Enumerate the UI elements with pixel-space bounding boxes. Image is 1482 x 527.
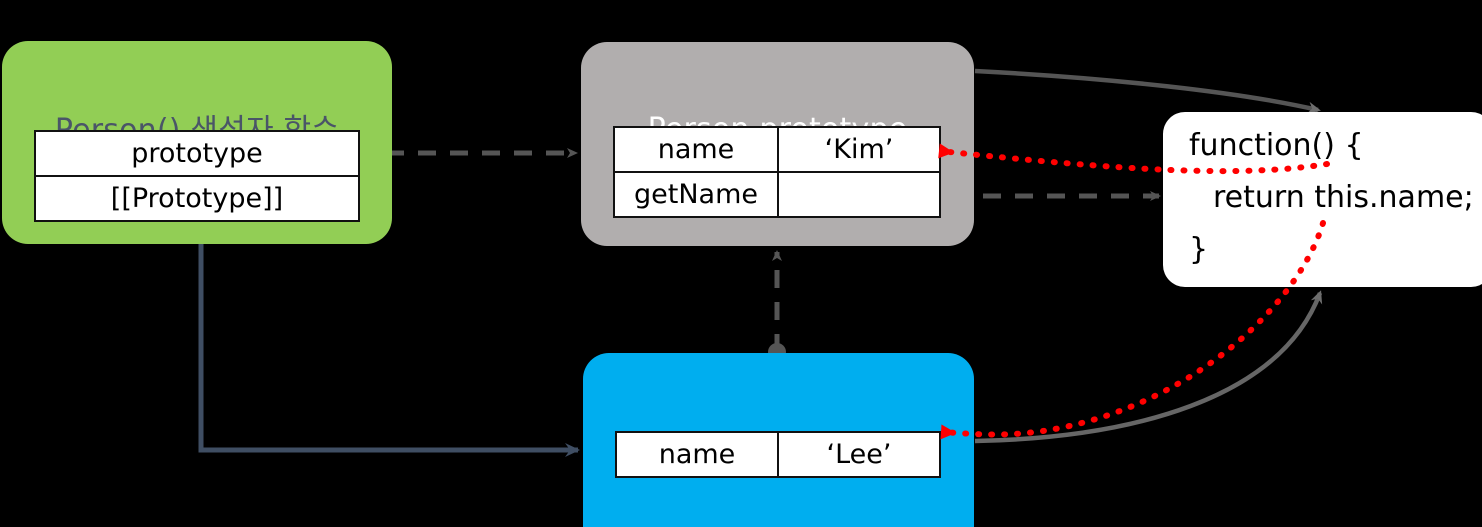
prototype-prop-name-value: ‘Kim’ xyxy=(777,126,941,173)
prototype-prop-name-key: name xyxy=(613,126,779,173)
constructor-prop-internal-prototype: [[Prototype]] xyxy=(34,175,360,222)
table-row: name ‘Lee’ xyxy=(615,431,941,478)
prototype-prop-getname-key: getName xyxy=(613,171,779,218)
function-code-line-1: function() { xyxy=(1189,128,1364,163)
instance-property-table: name ‘Lee’ xyxy=(615,431,941,478)
instance-prop-name-value: ‘Lee’ xyxy=(777,431,941,478)
line-constructor-to-me xyxy=(198,242,580,457)
prototype-property-table: name ‘Kim’ getName xyxy=(613,126,941,218)
table-row: name ‘Kim’ xyxy=(613,126,941,173)
constructor-property-table: prototype [[Prototype]] xyxy=(34,130,360,222)
table-row: getName xyxy=(613,171,941,218)
function-code-line-3: } xyxy=(1189,232,1209,267)
table-row: prototype xyxy=(34,130,360,177)
prototype-prop-getname-value xyxy=(777,171,941,218)
function-object-box: function() { return this.name; } xyxy=(1163,112,1482,287)
curve-prototype-to-function xyxy=(974,68,1321,114)
instance-prop-name-key: name xyxy=(615,431,779,478)
table-row: [[Prototype]] xyxy=(34,175,360,222)
constructor-prop-prototype: prototype xyxy=(34,130,360,177)
function-code-line-2: return this.name; xyxy=(1213,180,1474,215)
curve-me-to-function xyxy=(974,290,1323,444)
link-me-prototype xyxy=(768,250,786,361)
